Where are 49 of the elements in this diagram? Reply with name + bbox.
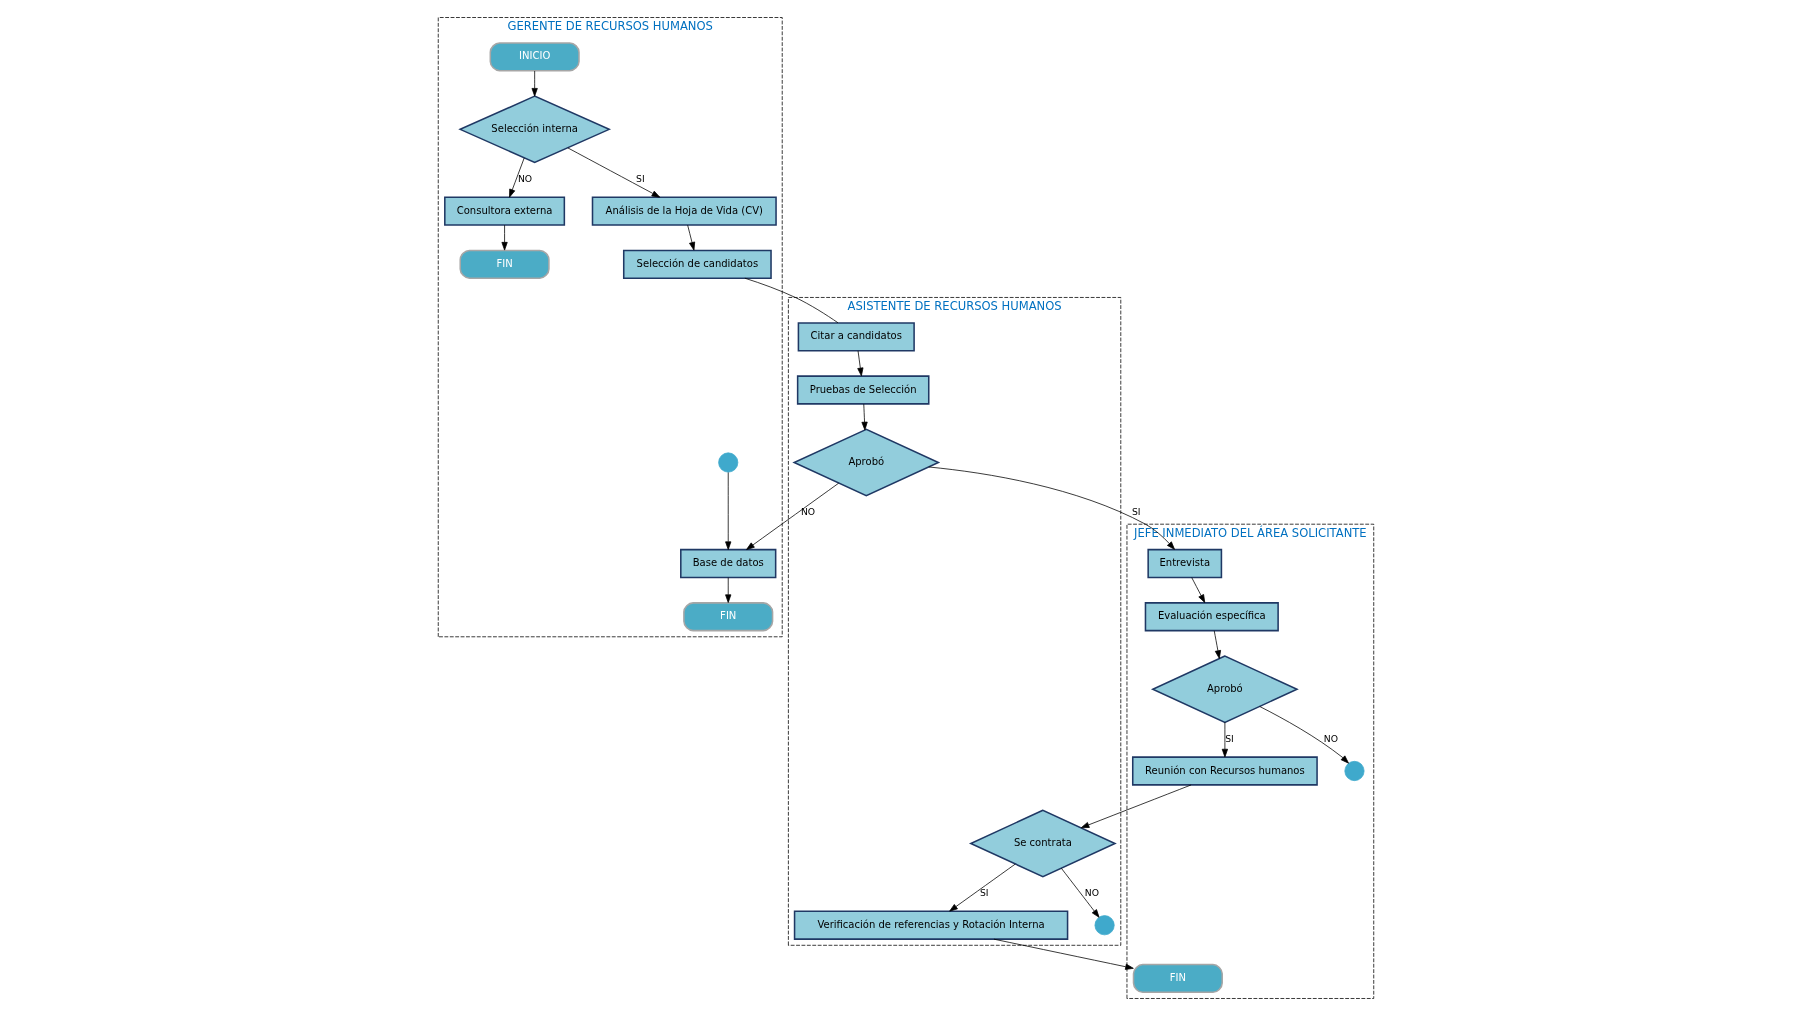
node-circle xyxy=(717,452,738,473)
node-box: INICIO xyxy=(489,42,580,72)
arrow xyxy=(1060,867,1099,918)
edge-label: SI xyxy=(979,887,989,899)
node-box: Pruebas de Selección xyxy=(796,375,929,405)
node-box: Selección de candidatos xyxy=(622,249,772,279)
arrow xyxy=(1258,706,1349,764)
node-box: Consultora externa xyxy=(443,196,565,226)
arrow xyxy=(948,863,1016,912)
node-diamond: Se contrata xyxy=(968,809,1117,878)
edge-label: NO xyxy=(1084,887,1099,899)
edge-label: NO xyxy=(1323,733,1338,745)
arrow xyxy=(566,147,660,198)
edge-label: NO xyxy=(517,173,532,185)
arrow xyxy=(993,938,1134,970)
node-box: FIN xyxy=(458,249,550,279)
arrow xyxy=(686,224,695,251)
arrow xyxy=(724,577,731,603)
node-box: FIN xyxy=(682,602,773,632)
node-box: Verificación de referencias y Rotación Interna xyxy=(793,910,1068,940)
node-box: Análisis de la Hoja de Vida (CV) xyxy=(591,196,777,226)
node-diamond: Aprobó xyxy=(791,428,940,497)
arrow xyxy=(508,157,525,198)
edge-label: SI xyxy=(1224,733,1234,745)
node-circle xyxy=(1343,760,1364,781)
node-box: Evaluación específica xyxy=(1144,602,1279,632)
node-box: Entrevista xyxy=(1146,548,1222,579)
node-diamond: Aprobó xyxy=(1150,655,1299,724)
arrow xyxy=(860,403,868,431)
arrow xyxy=(745,482,839,550)
arrow xyxy=(856,350,863,377)
arrow xyxy=(501,224,508,251)
arrow xyxy=(1080,784,1191,829)
node-circle xyxy=(1094,915,1115,936)
node-box: Reunión con Recursos humanos xyxy=(1131,756,1318,786)
arrow xyxy=(927,466,1175,550)
node-box: Base de datos xyxy=(679,548,776,579)
arrow xyxy=(724,472,731,550)
edge-label: NO xyxy=(800,506,815,518)
arrow xyxy=(1190,577,1205,603)
arrow xyxy=(531,70,538,97)
edge-label: SI xyxy=(635,173,645,185)
edge-label: SI xyxy=(1131,506,1141,518)
connector xyxy=(744,277,838,324)
arrow xyxy=(1221,722,1228,758)
node-box: FIN xyxy=(1132,963,1223,994)
node-diamond: Selección interna xyxy=(457,95,611,164)
arrow xyxy=(1213,630,1221,659)
node-box: Citar a candidatos xyxy=(797,322,915,352)
